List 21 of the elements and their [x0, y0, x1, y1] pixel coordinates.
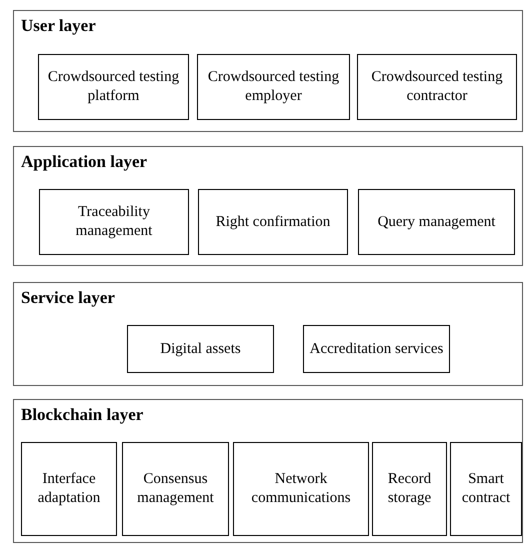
- component-box: Right confirmation: [198, 189, 348, 255]
- component-box: Digital assets: [127, 325, 274, 373]
- layer-heading: User layer: [21, 15, 96, 36]
- component-box: Crowdsourced testing employer: [197, 54, 350, 120]
- component-box: Smart contract: [450, 442, 522, 536]
- component-box: Record storage: [372, 442, 447, 536]
- component-box: Network communications: [233, 442, 369, 536]
- component-box: Crowdsourced testing platform: [38, 54, 189, 120]
- component-box: Query management: [358, 189, 515, 255]
- component-box: Crowdsourced testing contractor: [357, 54, 517, 120]
- component-box: Interface adaptation: [21, 442, 117, 536]
- layer-panel: [13, 146, 523, 266]
- component-box: Consensus management: [122, 442, 229, 536]
- component-box: Traceability management: [39, 189, 189, 255]
- component-box: Accreditation services: [303, 325, 450, 373]
- layer-heading: Application layer: [21, 151, 148, 172]
- layer-panel: [13, 10, 523, 132]
- layer-heading: Service layer: [21, 287, 115, 308]
- layer-panel: [13, 282, 523, 386]
- layer-heading: Blockchain layer: [21, 404, 144, 426]
- layer-panel: [13, 399, 523, 543]
